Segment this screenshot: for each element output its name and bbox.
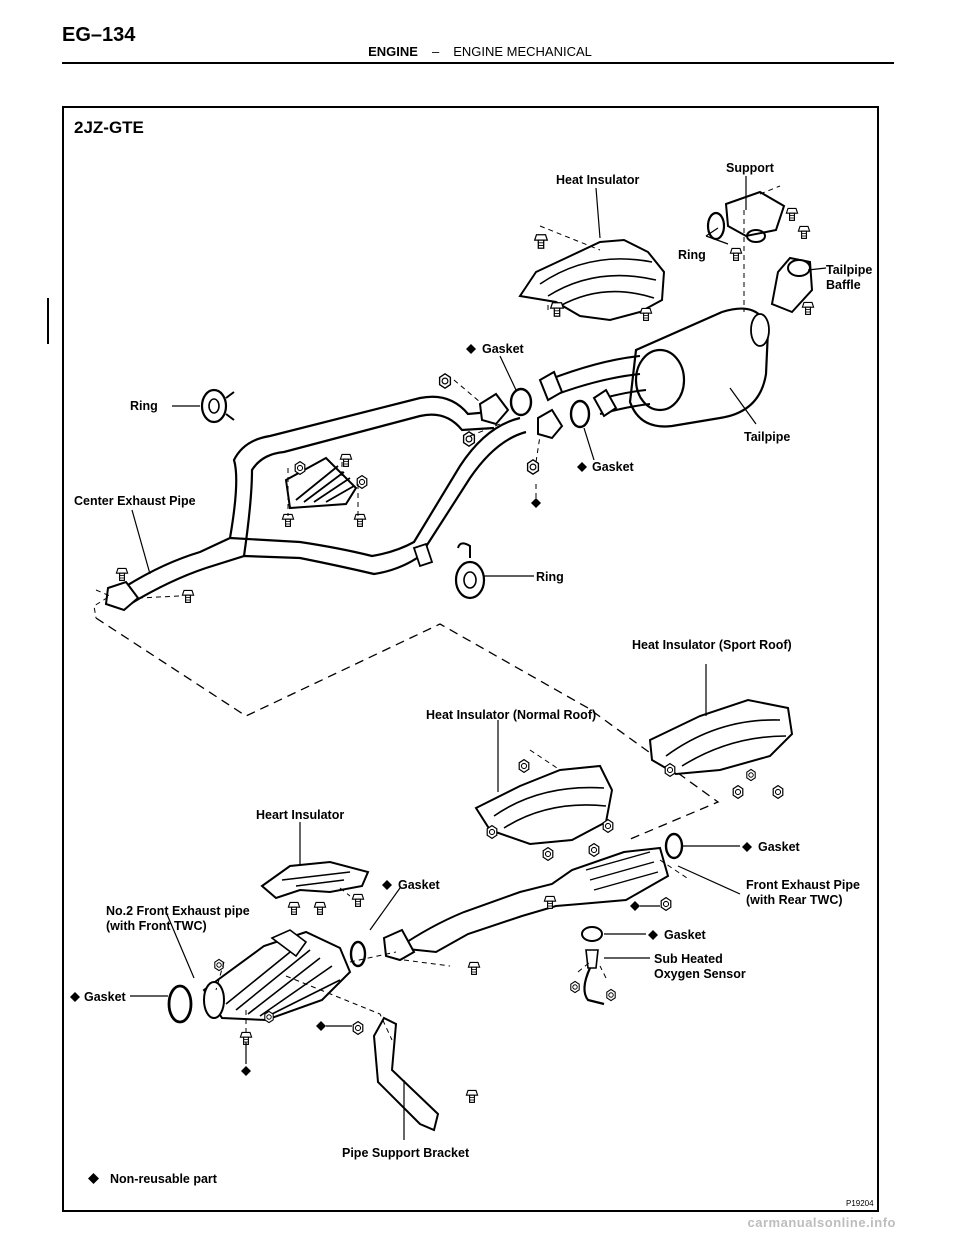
- label-center-exhaust-pipe: Center Exhaust Pipe: [74, 494, 196, 508]
- ring-left-part: [200, 388, 235, 424]
- label-ring-support: Ring: [678, 248, 706, 262]
- label-support: Support: [726, 161, 775, 175]
- label-gasket-left: Gasket: [84, 990, 127, 1004]
- tailpipe-inlet-pipes: [547, 355, 651, 415]
- tailpipe-flange-b: [592, 388, 618, 418]
- label-tailpipe-baffle-1: Tailpipe: [826, 263, 872, 277]
- label-tailpipe: Tailpipe: [744, 430, 790, 444]
- label-front-exhaust-pipe-2: (with Rear TWC): [746, 893, 843, 907]
- label-sub-heated-1: Sub Heated: [654, 952, 723, 966]
- label-heat-insulator-normal: Heat Insulator (Normal Roof): [426, 708, 596, 722]
- front-exhaust-pipe-part: [382, 832, 684, 962]
- non-reusable-diamond-gasket-upper: [466, 344, 476, 354]
- label-no2-front-2: (with Front TWC): [106, 919, 207, 933]
- header-rule: [62, 62, 894, 64]
- tailpipe-baffle-part: [770, 256, 814, 314]
- section-separator: –: [431, 44, 440, 59]
- figure-id: P19204: [846, 1199, 874, 1208]
- diagram-frame: [62, 106, 879, 1212]
- upper-leader-lines: [131, 176, 827, 577]
- upper-dashed-lines: [93, 185, 781, 619]
- label-gasket-upper: Gasket: [482, 342, 525, 356]
- muffler-part: [628, 307, 770, 428]
- gasket-left-part: [167, 984, 193, 1024]
- center-pipe-rear-flange-upper: [478, 392, 510, 426]
- assembly-guide-dashed-v: [95, 617, 720, 841]
- subsection-title: ENGINE MECHANICAL: [453, 44, 592, 59]
- support-bracket-part: [706, 190, 786, 243]
- label-sub-heated-2: Oxygen Sensor: [654, 967, 746, 981]
- label-heat-insulator-sport: Heat Insulator (Sport Roof): [632, 638, 792, 652]
- non-reusable-diamond-gasket-front-mid: [382, 880, 392, 890]
- lower-dashed-lines: [215, 749, 691, 1041]
- non-reusable-diamond-gasket-sensor: [648, 930, 658, 940]
- label-front-exhaust-pipe-1: Front Exhaust Pipe: [746, 878, 860, 892]
- page-number: EG–134: [62, 24, 136, 46]
- heat-insulator-sport-roof-part: [648, 698, 794, 776]
- heat-insulator-top-part: [518, 238, 666, 322]
- label-ring-lower: Ring: [536, 570, 564, 584]
- center-pipe-front-flange: [104, 580, 140, 612]
- model-label: 2JZ-GTE: [74, 118, 144, 137]
- non-reusable-diamond-gasket-front-right: [742, 842, 752, 852]
- no2-front-exhaust-pipe-part: [202, 929, 352, 1022]
- label-ring-left: Ring: [130, 399, 158, 413]
- label-gasket-sensor: Gasket: [664, 928, 707, 942]
- non-reusable-diamond-gasket-left: [70, 992, 80, 1002]
- label-heart-insulator: Heart Insulator: [256, 808, 344, 822]
- oxygen-sensor-part: [581, 926, 605, 1006]
- center-pipe-hanger-bracket: [412, 542, 434, 568]
- non-reusable-diamond-center: [531, 498, 541, 508]
- legend-non-reusable: Non-reusable part: [110, 1172, 218, 1186]
- margin-change-bar: [47, 298, 49, 344]
- section-header: ENGINE–ENGINE MECHANICAL: [0, 44, 960, 59]
- heart-insulator-part: [260, 860, 370, 900]
- label-gasket-mid: Gasket: [592, 460, 635, 474]
- center-exhaust-pipe-part: [119, 395, 527, 605]
- heat-insulator-normal-roof-part: [474, 764, 614, 846]
- watermark-text: carmanualsonline.info: [747, 1215, 896, 1230]
- label-heat-insulator-top: Heat Insulator: [556, 173, 639, 187]
- gasket-front-mid-part: [349, 940, 367, 968]
- pipe-support-bracket-part: [372, 1016, 440, 1132]
- label-tailpipe-baffle-2: Baffle: [826, 278, 861, 292]
- legend-diamond: [88, 1173, 99, 1184]
- gasket-mid-part: [569, 399, 591, 429]
- label-no2-front-1: No.2 Front Exhaust pipe: [106, 904, 250, 918]
- label-pipe-support-bracket: Pipe Support Bracket: [342, 1146, 470, 1160]
- lower-leader-lines: [130, 664, 741, 1140]
- non-reusable-diamond-gasket-mid: [577, 462, 587, 472]
- section-title: ENGINE: [368, 44, 418, 59]
- label-gasket-front-mid: Gasket: [398, 878, 441, 892]
- center-pipe-rear-flange-lower: [537, 408, 564, 440]
- tailpipe-flange-a: [538, 370, 564, 402]
- ring-lower-part: [454, 542, 486, 600]
- label-gasket-front-right: Gasket: [758, 840, 801, 854]
- gasket-upper-part: [509, 387, 533, 417]
